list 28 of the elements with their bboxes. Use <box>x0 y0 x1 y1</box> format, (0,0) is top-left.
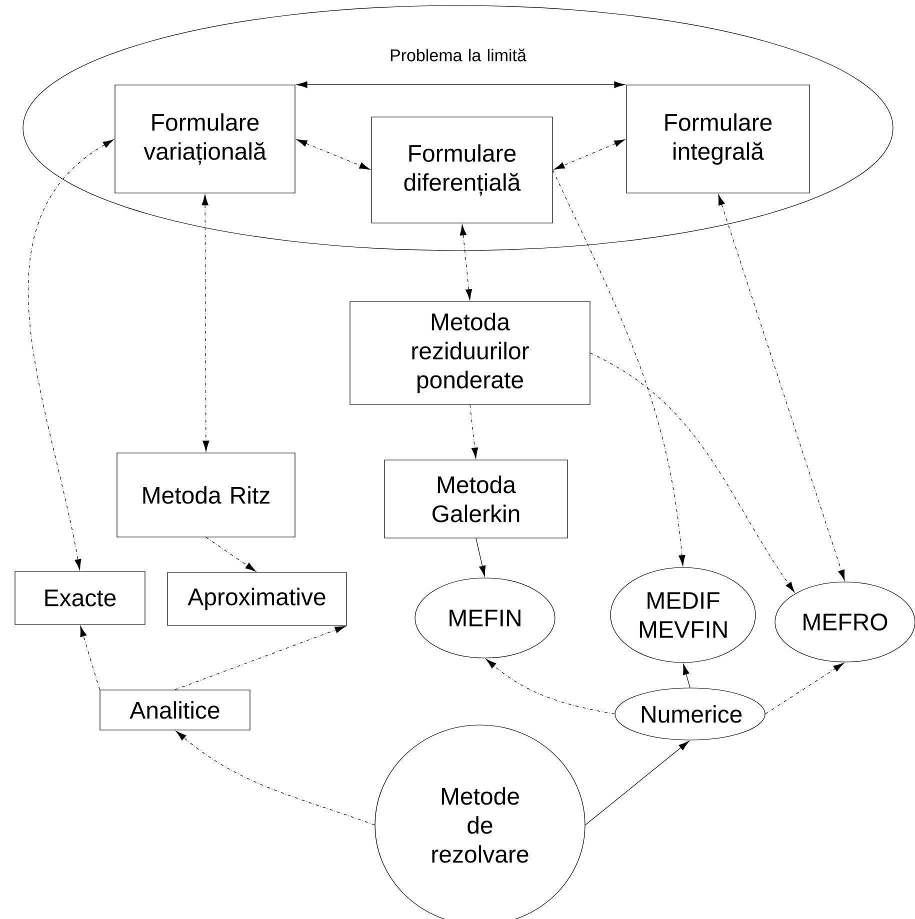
method-box: Metoda Galerkin <box>384 460 568 538</box>
arrow <box>486 659 615 714</box>
method-box: Metoda Ritz <box>116 452 296 538</box>
category-box: Analitice <box>100 690 250 730</box>
arrow <box>765 662 844 714</box>
category-box: Exacte <box>14 571 146 625</box>
arrow <box>174 626 346 690</box>
arrow <box>476 538 486 576</box>
formulation-box: Formulare variațională <box>114 84 296 194</box>
arrow <box>206 537 256 572</box>
arrow <box>590 352 795 593</box>
formulation-box: Formulare integrală <box>626 84 810 194</box>
arrow <box>470 404 478 458</box>
arrow <box>176 731 375 826</box>
arrow <box>460 224 472 300</box>
arrow <box>296 81 625 88</box>
arrow <box>80 626 100 690</box>
arrow <box>552 170 686 566</box>
arrow <box>585 740 690 826</box>
method-box: Metoda reziduurilor ponderate <box>350 301 590 405</box>
category-box: Aproximative <box>167 572 347 626</box>
arrow <box>682 664 690 688</box>
formulation-box: Formulare diferențială <box>371 116 553 224</box>
arrow <box>554 139 626 170</box>
arrow <box>296 139 370 170</box>
arrow <box>28 139 114 570</box>
arrow <box>202 194 210 452</box>
arrow <box>718 194 845 580</box>
